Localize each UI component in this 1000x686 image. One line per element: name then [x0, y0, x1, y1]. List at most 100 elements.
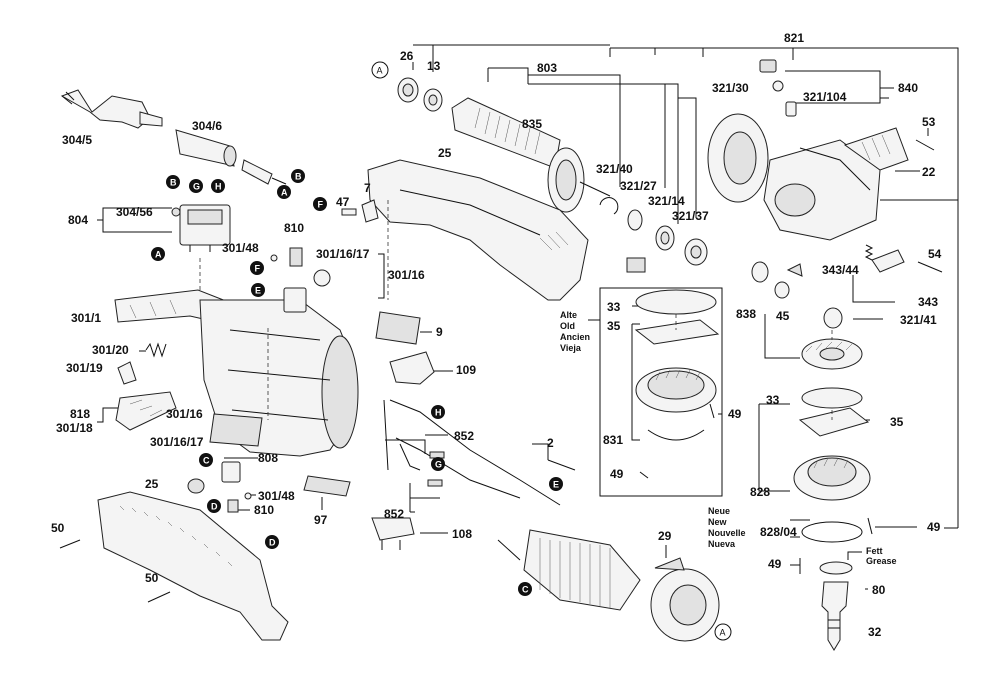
switch-301-16-mid	[187, 461, 252, 513]
screw-54	[917, 261, 943, 273]
label-852-top: 852	[454, 429, 474, 443]
switch-804	[171, 204, 231, 252]
label-26: 26	[400, 49, 414, 63]
label-343: 343	[918, 295, 938, 309]
svg-text:A: A	[155, 250, 162, 260]
old-bearing-flange	[634, 289, 720, 479]
bubble-A-bottom: A	[714, 623, 732, 641]
label-25-top: 25	[438, 146, 452, 160]
bubble-H-852: H	[431, 405, 445, 419]
screw-50b	[147, 591, 171, 603]
label-304-5: 304/5	[62, 133, 92, 147]
label-54: 54	[928, 247, 942, 261]
label-321-37: 321/37	[672, 209, 709, 223]
bubble-G-852: G	[431, 457, 445, 471]
label-810-top: 810	[284, 221, 304, 235]
housing-25-bottom	[97, 491, 289, 641]
svg-text:G: G	[193, 182, 200, 192]
gear-838	[751, 261, 803, 299]
field-coil-2	[497, 529, 641, 611]
label-810-bot: 810	[254, 503, 274, 517]
armature-835	[451, 97, 611, 213]
circlip-321-40	[599, 197, 619, 215]
label-321-40: 321/40	[596, 162, 633, 176]
housing-25-top	[367, 159, 589, 301]
label-22: 22	[922, 165, 936, 179]
label-301-18: 301/18	[56, 421, 93, 435]
bubble-C-field: C	[518, 582, 532, 596]
gear-housing	[763, 139, 881, 241]
bracket-lines	[97, 44, 959, 590]
svg-text:B: B	[295, 172, 302, 182]
bubble-H-804: H	[211, 179, 225, 193]
svg-text:F: F	[318, 200, 324, 210]
sheet-97	[303, 475, 351, 497]
svg-text:B: B	[170, 178, 177, 188]
label-50-a: 50	[51, 521, 65, 535]
svg-text:F: F	[255, 264, 261, 274]
label-50-b: 50	[145, 571, 159, 585]
label-852-bot: 852	[384, 507, 404, 521]
bearing-321-14	[655, 225, 675, 251]
label-838: 838	[736, 307, 756, 321]
bubble-A-plug: A	[277, 185, 291, 199]
new-bearing-flange	[793, 387, 873, 575]
bubble-D-808: D	[207, 499, 221, 513]
terminal-108	[371, 517, 415, 550]
note-old-1: Old	[560, 321, 575, 331]
label-301-48-bot: 301/48	[258, 489, 295, 503]
plug-304-5	[60, 89, 163, 129]
svg-text:A: A	[281, 188, 288, 198]
label-7: 7	[364, 181, 371, 195]
bubble-B-804: B	[166, 175, 180, 189]
bubble-E-808: E	[251, 283, 265, 297]
switch-301-16-top	[270, 247, 331, 313]
svg-text:C: C	[203, 456, 210, 466]
label-828-04: 828/04	[760, 525, 797, 539]
button-821	[759, 59, 797, 117]
cord-guard-304-6	[175, 129, 237, 167]
label-2: 2	[547, 436, 554, 450]
svg-text:A: A	[377, 66, 383, 76]
label-301-1: 301/1	[71, 311, 101, 325]
svg-text:D: D	[269, 538, 276, 548]
label-835: 835	[522, 117, 542, 131]
spring-343-44	[864, 244, 905, 273]
label-808: 808	[258, 451, 278, 465]
guard-321-30	[707, 113, 769, 203]
label-321-27: 321/27	[620, 179, 657, 193]
label-13: 13	[427, 59, 441, 73]
washer-321-41	[823, 307, 843, 329]
spring-301-20	[145, 342, 167, 358]
wires-852	[383, 399, 561, 506]
bearing-13	[423, 88, 443, 112]
lever-301-19	[117, 361, 137, 385]
label-32: 32	[868, 625, 882, 639]
label-25-bottom: 25	[145, 477, 159, 491]
label-97: 97	[314, 513, 328, 527]
svg-text:G: G	[435, 460, 442, 470]
label-80: 80	[872, 583, 886, 597]
note-grease-0: Fett	[866, 546, 883, 556]
bubble-A-804: A	[151, 247, 165, 261]
label-301-16-17-top: 301/16/17	[316, 247, 370, 261]
svg-text:C: C	[522, 585, 529, 595]
bubble-F-808: F	[250, 261, 264, 275]
label-301-48-top: 301/48	[222, 241, 259, 255]
label-804: 804	[68, 213, 88, 227]
label-49-right-a: 49	[927, 520, 941, 534]
label-803: 803	[537, 61, 557, 75]
label-29: 29	[658, 529, 672, 543]
svg-text:D: D	[211, 502, 218, 512]
cover-22	[843, 127, 909, 171]
svg-text:H: H	[435, 408, 442, 418]
cable-end	[241, 159, 287, 185]
notes: Alte Old Ancien Vieja Neue New Nouvelle …	[560, 310, 897, 566]
ring-321-27	[627, 209, 643, 231]
bubble-C-808: C	[199, 453, 213, 467]
label-9: 9	[436, 325, 443, 339]
label-53: 53	[922, 115, 936, 129]
label-818: 818	[70, 407, 90, 421]
bearing-26	[397, 77, 419, 103]
